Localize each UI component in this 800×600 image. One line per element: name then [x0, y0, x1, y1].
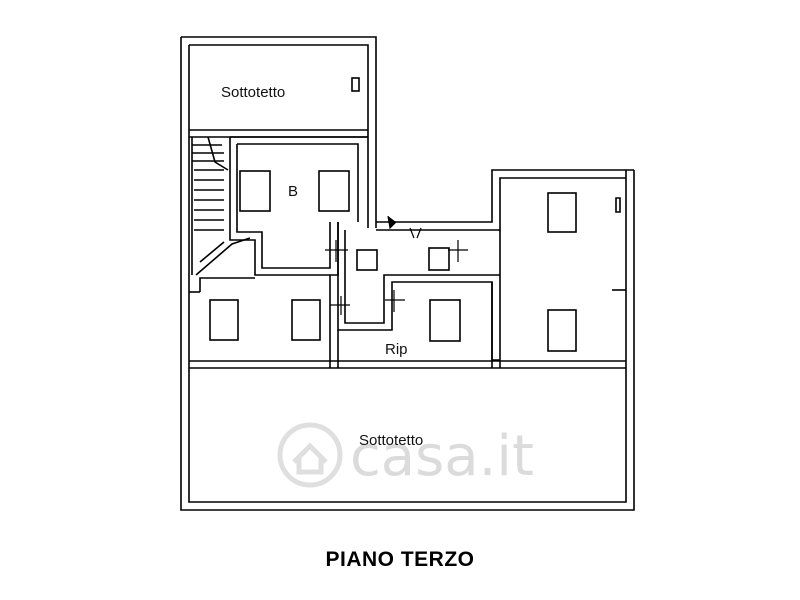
skylight — [239, 170, 271, 212]
skylight — [547, 309, 577, 352]
room-label-attic-bottom: Sottotetto — [359, 432, 423, 449]
skylight — [547, 192, 577, 233]
skylight — [429, 299, 461, 342]
skylight — [318, 170, 350, 212]
skylights — [209, 170, 577, 352]
room-label-bathroom: B — [288, 183, 298, 200]
staircase — [191, 136, 251, 276]
skylight — [291, 299, 321, 341]
room-label-storage: Rip — [385, 341, 408, 358]
room-label-attic-top: Sottotetto — [221, 84, 285, 101]
watermark-text: casa.it — [350, 424, 534, 489]
house-logo-icon — [277, 422, 343, 488]
skylight — [356, 249, 378, 271]
skylight — [209, 299, 239, 341]
floor-title: PIANO TERZO — [325, 548, 475, 571]
walls — [180, 36, 635, 511]
skylight — [428, 247, 450, 271]
door-marks — [325, 215, 468, 315]
watermark: casa.it — [277, 422, 534, 489]
